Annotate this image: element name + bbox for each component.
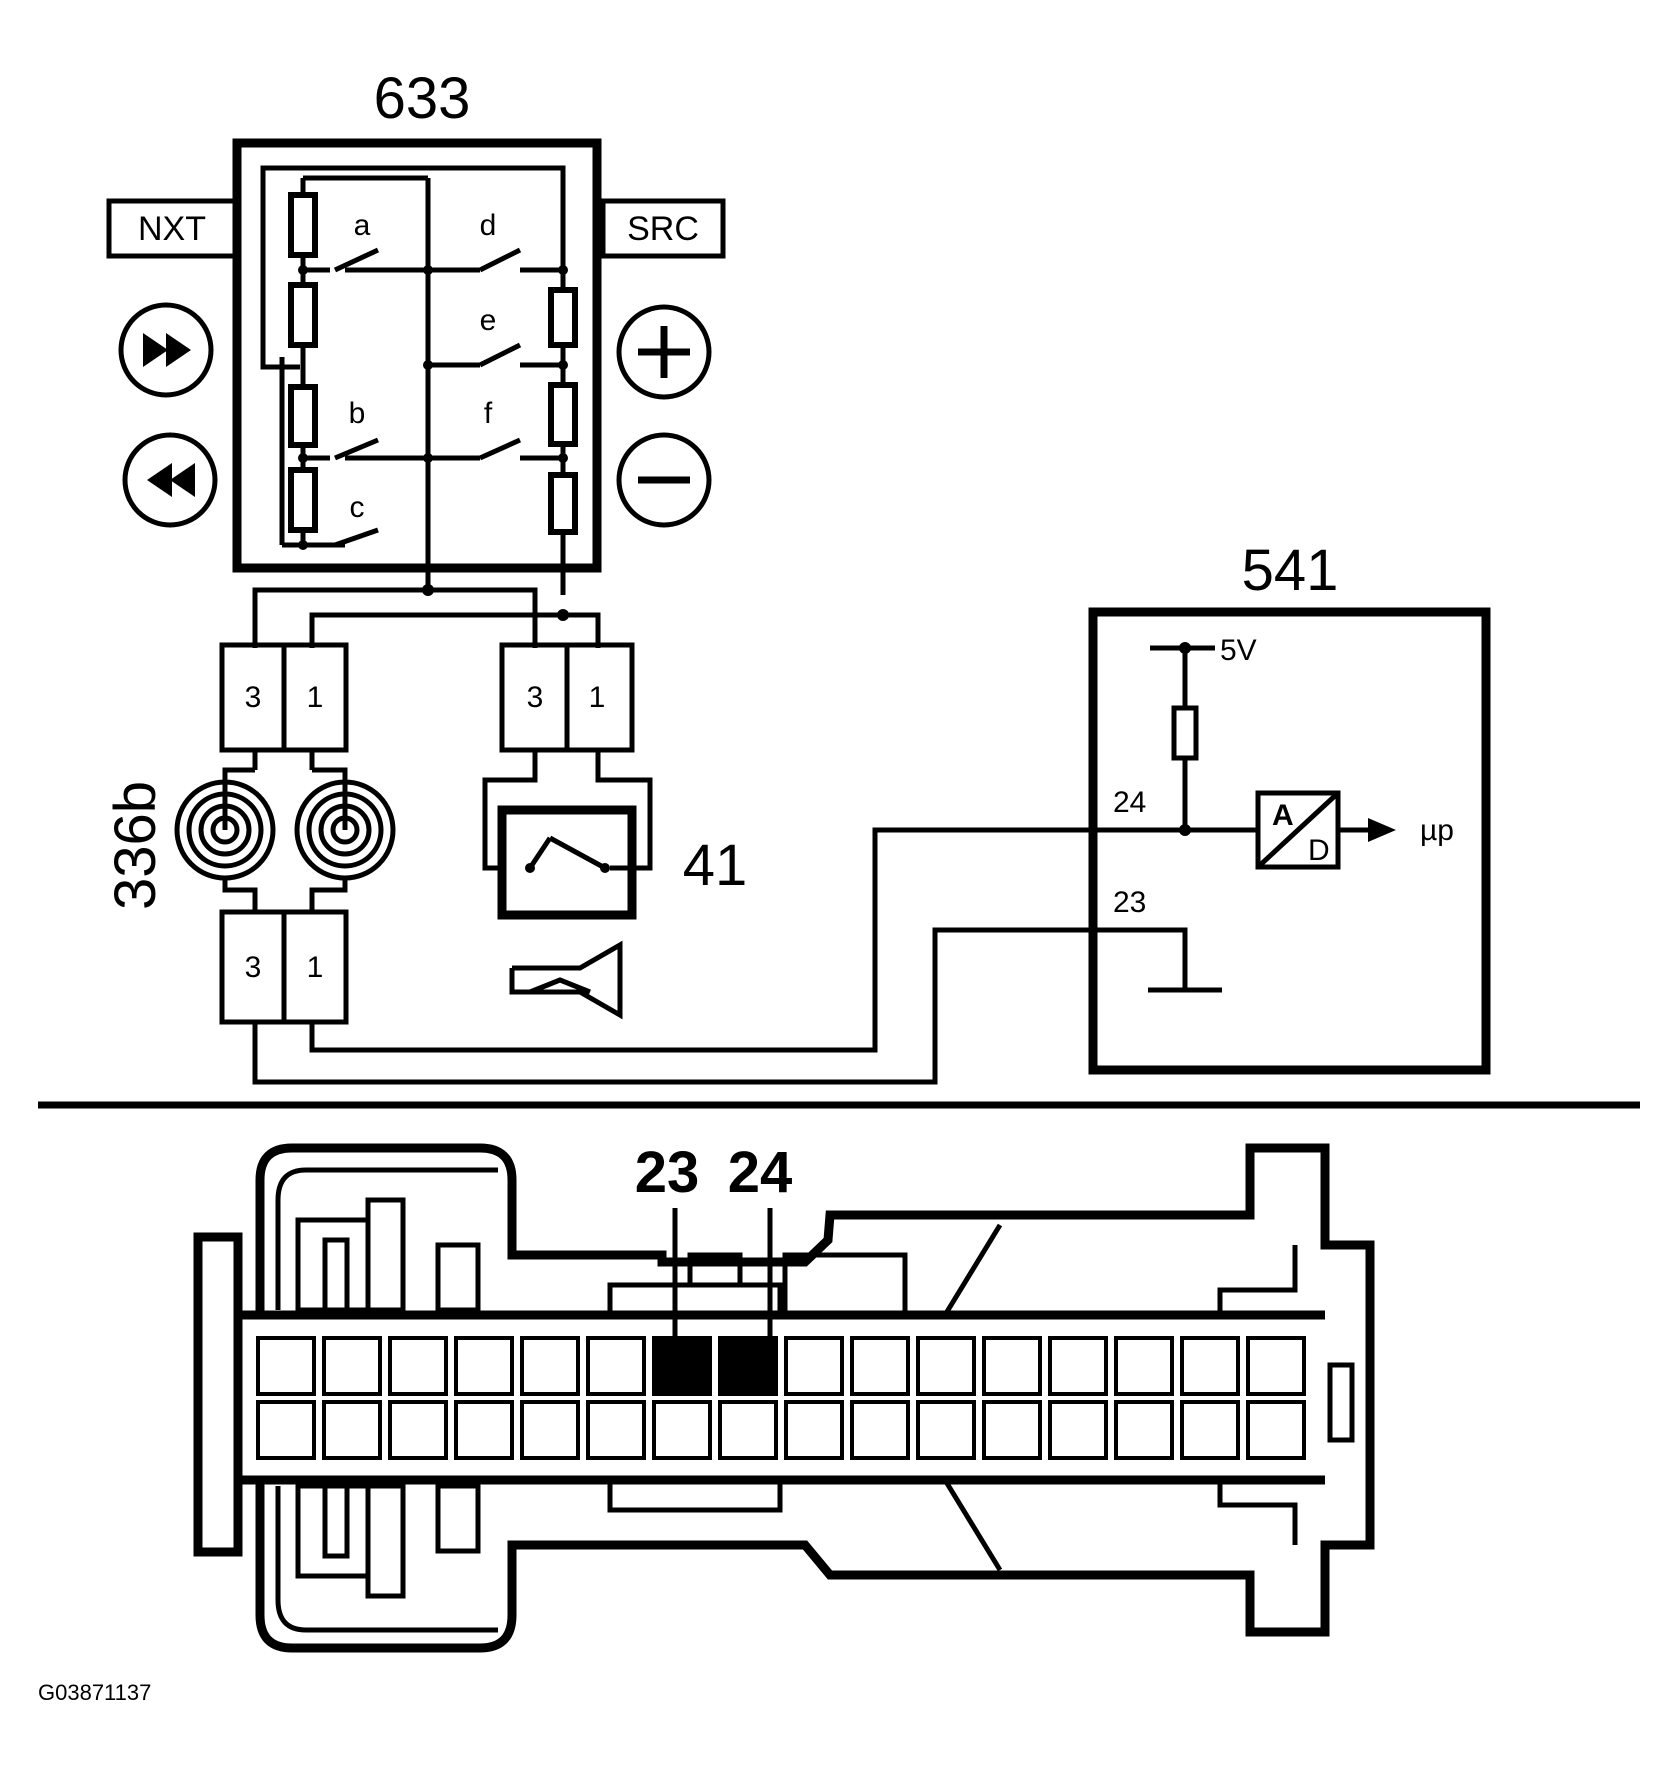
pin-cell	[652, 1400, 712, 1460]
connector-upper-left-pin-1: 1	[307, 681, 324, 714]
nxt-tag	[106, 198, 238, 259]
connector-lower-left-pin-3: 3	[245, 951, 262, 984]
pin-cell	[1180, 1336, 1240, 1396]
pin-cell	[454, 1400, 514, 1460]
pin-cell	[256, 1336, 316, 1396]
upper-harness-wires	[252, 587, 601, 648]
output-label: µp	[1420, 814, 1454, 847]
pin-cell	[850, 1400, 910, 1460]
pin-cell	[322, 1400, 382, 1460]
clock-spring-336b: 336b	[103, 750, 396, 912]
pin-cell	[586, 1400, 646, 1460]
switch-label-a: a	[354, 209, 371, 242]
control-module-label: 541	[1242, 538, 1339, 603]
connector-face-view: 23 24	[193, 1140, 1375, 1653]
pin-cell	[1114, 1400, 1174, 1460]
pin-cell	[1114, 1336, 1174, 1396]
connector-lower-left: 3 1	[219, 909, 349, 1025]
horn-icon	[509, 940, 623, 1020]
adc-d-label: D	[1308, 834, 1330, 867]
switch-label-c: c	[350, 491, 365, 524]
pin-cell-highlighted	[718, 1336, 778, 1396]
previous-track-icon	[122, 432, 218, 528]
pin-cell	[718, 1400, 778, 1460]
pin-cell	[850, 1336, 910, 1396]
pin-cell	[520, 1336, 580, 1396]
horn-switch-label: 41	[683, 833, 748, 898]
pin-cell	[982, 1400, 1042, 1460]
supply-label: 5V	[1220, 634, 1257, 667]
pin-cell	[784, 1400, 844, 1460]
src-tag	[600, 198, 726, 259]
pin-cell	[1048, 1336, 1108, 1396]
switch-unit-label: 633	[374, 66, 471, 131]
clock-spring-label: 336b	[103, 781, 168, 910]
pin-grid	[256, 1336, 1306, 1460]
switch-unit-resistors	[288, 192, 578, 535]
connector-pin-23-callout: 23	[635, 1140, 700, 1205]
pin-23-label: 23	[1113, 886, 1146, 919]
horn-switch-41: 41	[482, 750, 748, 1020]
switch-label-d: d	[480, 209, 497, 242]
volume-down-icon	[616, 432, 712, 528]
next-track-icon	[118, 302, 214, 398]
pin-cell	[520, 1400, 580, 1460]
control-module-housing	[1088, 607, 1491, 1075]
pin-cell	[784, 1336, 844, 1396]
adc-a-label: A	[1272, 799, 1294, 832]
pin-cell	[1246, 1400, 1306, 1460]
pin-24-label: 24	[1113, 786, 1146, 819]
pin-cell	[1180, 1400, 1240, 1460]
pin-cell	[388, 1400, 448, 1460]
pin-cell	[322, 1336, 382, 1396]
switch-label-e: e	[480, 304, 497, 337]
control-module-541: 541 5V 24 23 A D µp	[1088, 538, 1491, 1075]
connector-upper-left: 3 1	[219, 642, 349, 753]
pin-cell	[586, 1336, 646, 1396]
switch-contacts	[303, 247, 563, 548]
pin-cell	[256, 1400, 316, 1460]
connector-upper-left-pin-3: 3	[245, 681, 262, 714]
pin-cell	[916, 1336, 976, 1396]
pin-cell	[454, 1336, 514, 1396]
switch-label-f: f	[484, 397, 493, 430]
pin-cell	[388, 1336, 448, 1396]
nxt-tag-label: NXT	[138, 210, 206, 248]
switch-unit-633: 633 NXT SRC	[106, 66, 726, 621]
lower-harness-wires	[252, 827, 1093, 1085]
pin-cell	[1246, 1336, 1306, 1396]
switch-unit-housing	[232, 138, 602, 573]
pin-cell	[982, 1336, 1042, 1396]
connector-pin-24-callout: 24	[728, 1140, 793, 1205]
pin-cell	[916, 1400, 976, 1460]
connector-lower-left-pin-1: 1	[307, 951, 324, 984]
src-tag-label: SRC	[627, 210, 699, 248]
connector-upper-right-pin-3: 3	[527, 681, 544, 714]
connector-upper-right: 3 1	[499, 642, 635, 753]
volume-up-icon	[616, 304, 712, 400]
switch-label-b: b	[349, 397, 366, 430]
connector-upper-right-pin-1: 1	[589, 681, 606, 714]
pin-cell-highlighted	[652, 1336, 712, 1396]
pin-cell	[1048, 1400, 1108, 1460]
figure-id: G03871137	[38, 1680, 151, 1705]
switch-junction-dots	[298, 265, 569, 621]
